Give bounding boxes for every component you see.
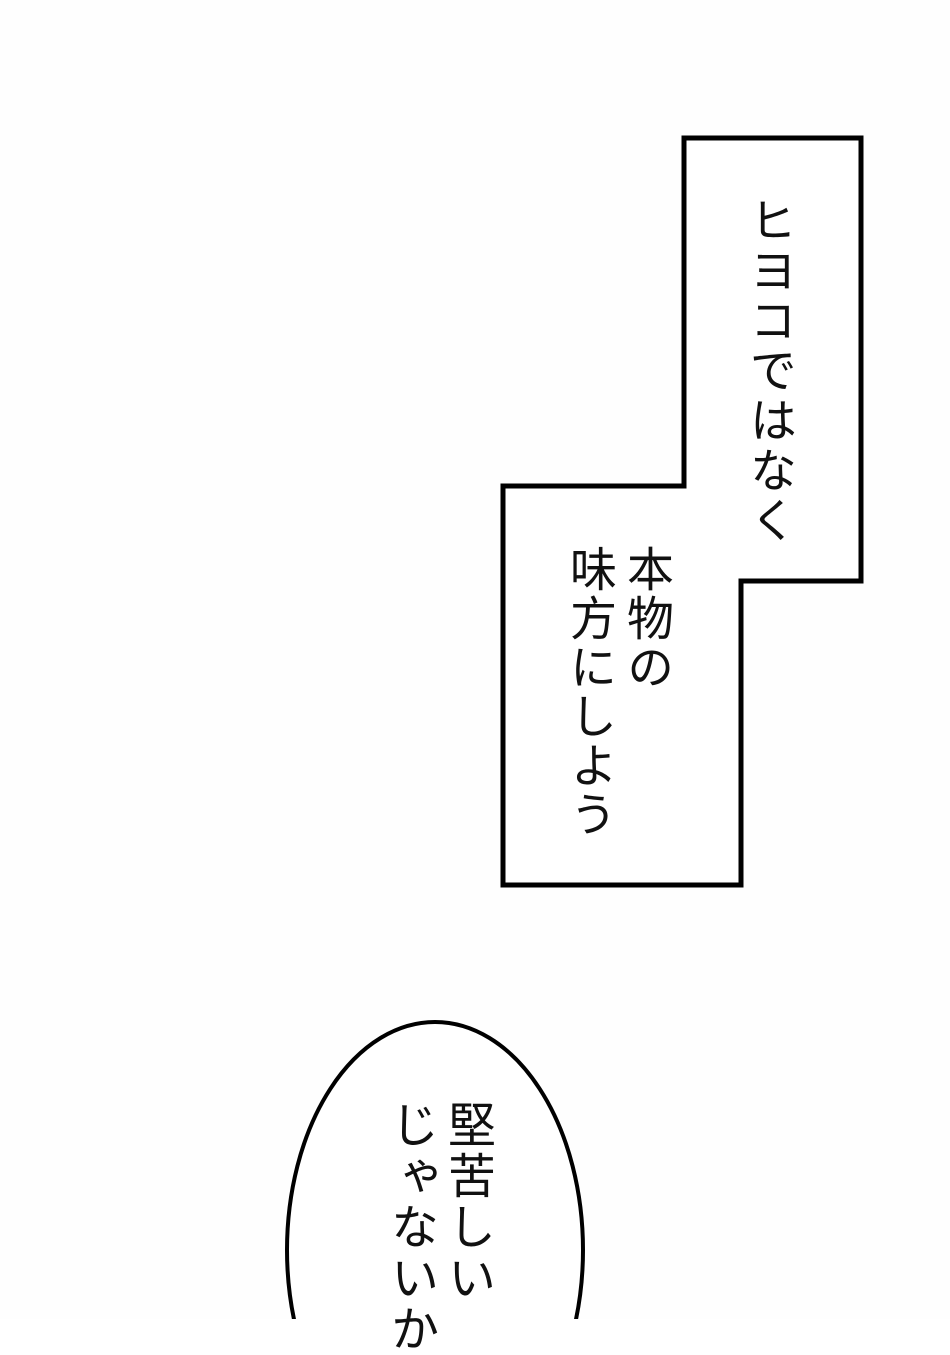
- speech-bubble-outline: [285, 1020, 585, 1319]
- speech-bubble-text-line-2: じゃないか: [382, 1100, 438, 1355]
- manga-panel: ヒヨコではなく 本物の 味方にしよう 堅苦しい じゃないか: [285, 135, 864, 1355]
- caption-text-line-1: ヒヨコではなく: [741, 196, 796, 546]
- caption-text-line-3: 味方にしよう: [561, 545, 616, 839]
- panel-frames: [285, 135, 864, 1319]
- caption-text-line-2: 本物の: [618, 545, 673, 692]
- speech-bubble-text-line-1: 堅苦しい: [439, 1100, 495, 1304]
- caption-box-outline: [500, 135, 864, 888]
